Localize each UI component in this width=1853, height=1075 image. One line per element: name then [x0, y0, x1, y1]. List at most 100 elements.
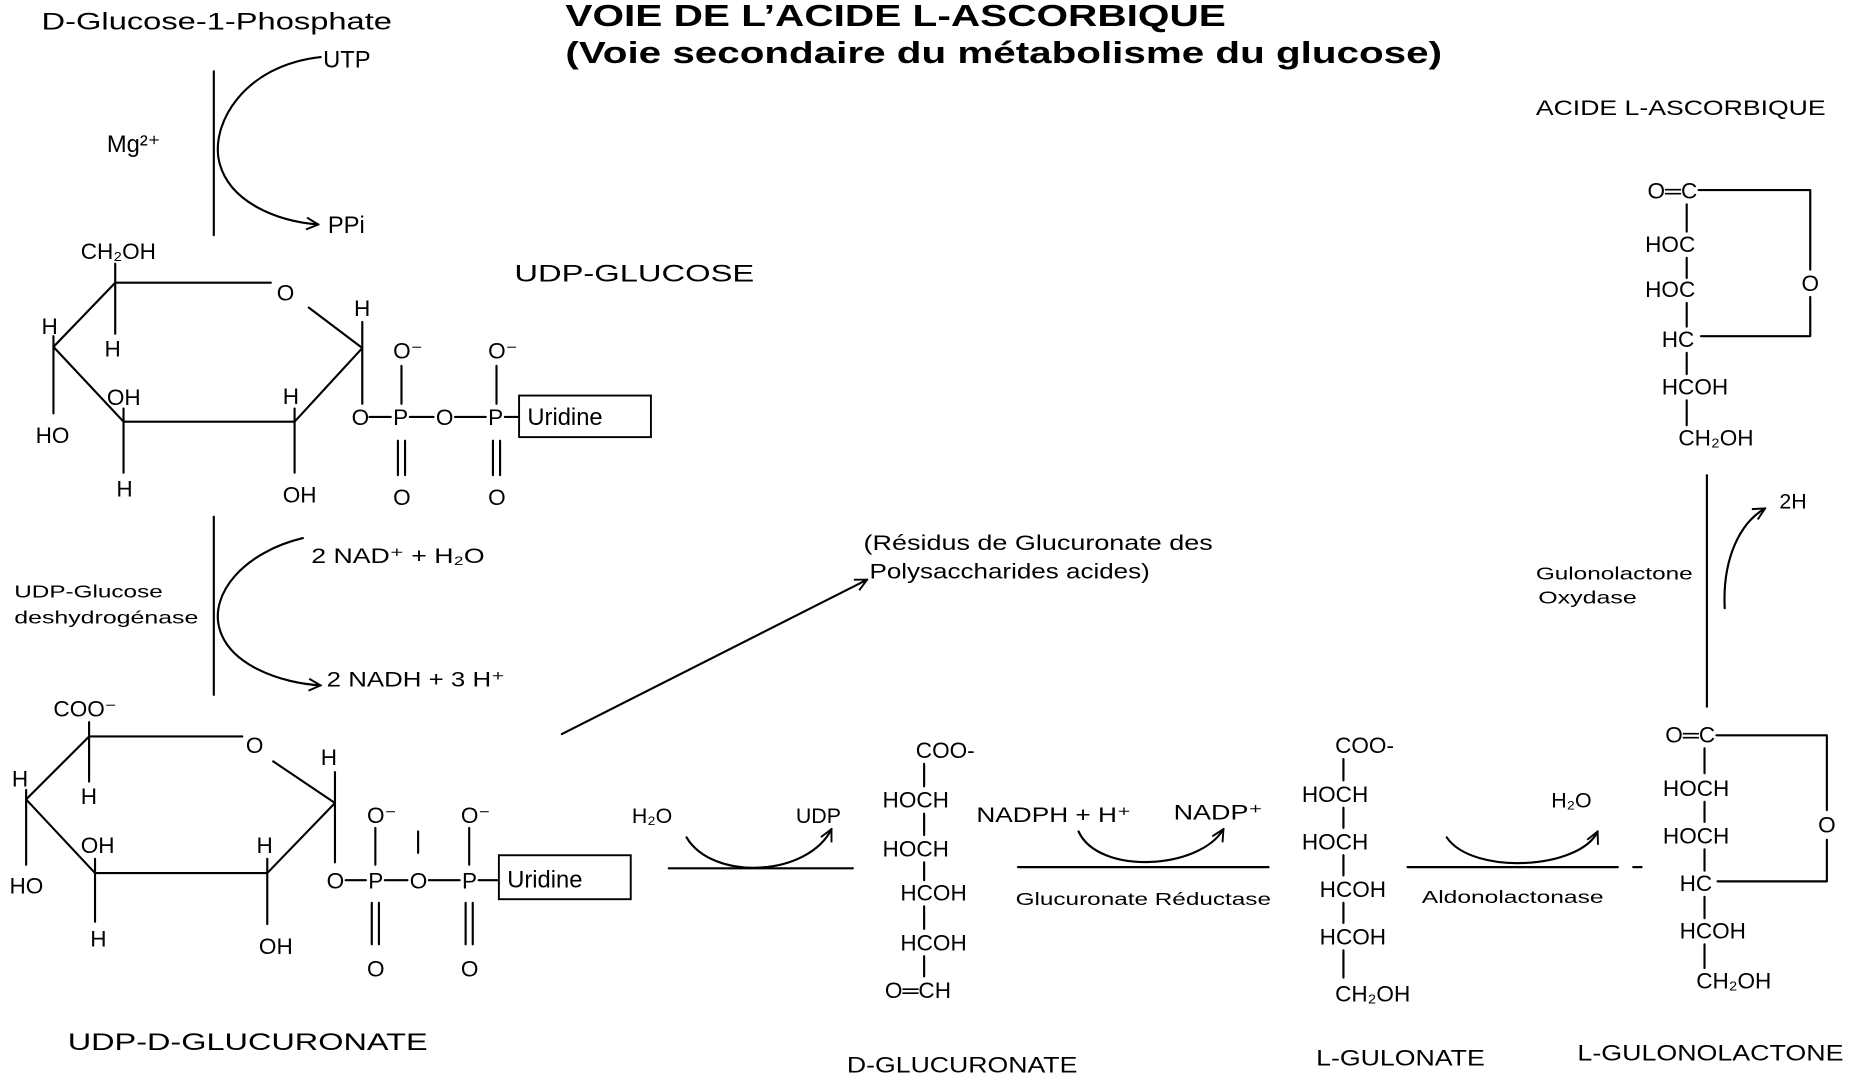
enzyme-label: Aldonolactonase [1422, 887, 1604, 907]
d-glucuronate-structure: COO- HOCH HOCH HCOH HCOH O═CH D-GLUCURON… [847, 738, 1077, 1075]
chain-group-c1: O═C [1648, 178, 1698, 203]
c2-hydroxyl: OH [283, 482, 317, 507]
phosphate-1-anion-oxygen: O⁻ [393, 339, 422, 364]
step-reduction: NADPH + H⁺ NADP⁺ Glucuronate Réductase [976, 801, 1271, 910]
chain-group-c5: HCOH [1320, 924, 1386, 949]
c4-hydroxyl: HO [10, 873, 44, 898]
branch-polysaccharides: (Résidus de Glucuronate des Polysacchari… [560, 531, 1213, 736]
enzyme-label: Glucuronate Réductase [1016, 889, 1272, 909]
udp-glucose-structure: UDP-GLUCOSE CH₂OH O H H H HO OH H H OH O… [36, 239, 755, 510]
lactone-ring-bonds [1697, 188, 1812, 338]
cofactor-curved-arrow [216, 537, 321, 685]
c5-hydrogen: H [81, 784, 97, 809]
c1-hydrogen: H [321, 745, 337, 770]
cofactor-curved-arrow [1723, 507, 1766, 610]
c3-hydrogen: H [90, 927, 106, 952]
chain-group-c5: HCOH [1662, 374, 1728, 399]
phosphorus-1: P [393, 405, 408, 430]
chain-group-c3: HOCH [1302, 829, 1368, 854]
cofactor-out-udp: UDP [796, 804, 841, 828]
uridine-box [518, 394, 652, 439]
lactone-ring-oxygen: O [1818, 813, 1836, 838]
chain-group-c3: HOC [1645, 277, 1695, 302]
chain-group-c5: HCOH [900, 930, 966, 955]
title-line-1: VOIE DE L’ACIDE L-ASCORBIQUE [565, 0, 1225, 33]
l-gulonate-structure: COO- HOCH HOCH HCOH HCOH CH₂OH L-GULONAT… [1302, 733, 1485, 1070]
c2-hydrogen: H [257, 833, 273, 858]
cofactor-curved-arrow [1077, 829, 1224, 864]
c4-hydrogen: H [42, 314, 58, 339]
chain-group-c2: HOCH [1663, 776, 1729, 801]
c6-group: CH₂OH [81, 239, 156, 264]
l-ascorbic-acid-name: ACIDE L-ASCORBIQUE [1536, 96, 1826, 120]
cofactor-in: 2 NAD⁺ + H₂O [311, 544, 484, 568]
phosphate-bonds [368, 364, 521, 477]
phosphorus-2: P [462, 869, 477, 894]
udp-glucose-name: UDP-GLUCOSE [514, 261, 754, 288]
phosphate-2-double-oxygen: O [488, 485, 506, 510]
phosphorus-1: P [368, 869, 383, 894]
bridge-oxygen: O [410, 869, 428, 894]
lactone-ring-oxygen: O [1801, 271, 1819, 296]
step-udp-glucose-formation: D-Glucose-1-Phosphate UTP Mg²⁺ PPi [42, 9, 392, 239]
step-oxidation: UDP-Glucose deshydrogénase 2 NAD⁺ + H₂O … [14, 515, 505, 696]
chain-group-c1: O═C [1665, 722, 1715, 747]
chain-group-c6: CH₂OH [1678, 425, 1753, 450]
c2-hydroxyl: OH [259, 934, 293, 959]
chain-group-c2: HOCH [1302, 782, 1368, 807]
ring-oxygen: O [246, 733, 264, 758]
branch-arrow [560, 578, 867, 736]
cofactor-utp: UTP [323, 47, 370, 74]
branch-label-line-2: Polysaccharides acides) [869, 559, 1149, 583]
c3-hydrogen: H [116, 477, 132, 502]
l-ascorbic-acid-structure: ACIDE L-ASCORBIQUE O═C HOC HOC HC HCOH C… [1536, 96, 1826, 450]
ring-bonds [52, 281, 364, 423]
step-lactonisation: H₂O Aldonolactonase [1406, 789, 1643, 907]
c1-hydrogen: H [354, 296, 370, 321]
chain-group-c5: HCOH [1680, 918, 1746, 943]
l-gulonolactone-name: L-GULONOLACTONE [1577, 1041, 1843, 1066]
c2-hydrogen: H [283, 384, 299, 409]
enzyme-label-line-2: deshydrogénase [14, 608, 198, 628]
substituent-bonds [25, 721, 337, 926]
udp-glucuronate-name: UDP-D-GLUCURONATE [68, 1029, 428, 1056]
chain-group-c4: HC [1662, 327, 1695, 352]
chain-group-c4: HCOH [900, 880, 966, 905]
phosphate-2-anion-oxygen: O⁻ [461, 803, 490, 828]
phosphate-2-double-oxygen: O [461, 956, 479, 981]
phosphate-2-anion-oxygen: O⁻ [488, 339, 517, 364]
title-line-2: (Voie secondaire du métabolisme du gluco… [565, 35, 1442, 70]
cofactor-in-nadph: NADPH + H⁺ [976, 803, 1130, 827]
phosphate-1-double-oxygen: O [393, 485, 411, 510]
phosphorus-2: P [488, 405, 503, 430]
lactone-ring-bonds [1715, 734, 1828, 883]
uridine-box [497, 854, 632, 901]
chain-group-c2: HOCH [883, 788, 949, 813]
c6-carboxylate: COO⁻ [53, 696, 116, 721]
enzyme-label-line-1: Gulonolactone [1536, 564, 1693, 584]
phosphate-1-double-oxygen: O [367, 956, 385, 981]
uridine-label: Uridine [527, 404, 602, 431]
cofactor-magnesium: Mg²⁺ [107, 131, 160, 158]
chain-group-c1: COO- [1335, 733, 1394, 758]
substituent-bonds [52, 262, 364, 474]
cofactor-curved-arrow [685, 829, 833, 869]
chain-group-c6: O═CH [885, 978, 951, 1003]
l-gulonolactone-structure: O═C HOCH HOCH HC HCOH CH₂OH O L-GULONOLA… [1577, 722, 1843, 1065]
enzyme-label-line-1: UDP-Glucose [14, 581, 163, 601]
phosphate-bonds [344, 826, 500, 946]
cofactor-curved-arrow [1445, 831, 1598, 865]
ring-oxygen: O [277, 281, 295, 306]
title: VOIE DE L’ACIDE L-ASCORBIQUE (Voie secon… [565, 0, 1442, 70]
cofactor-out: 2 NADH + 3 H⁺ [327, 668, 505, 692]
chain-group-c2: HOC [1645, 232, 1695, 257]
chain-group-c4: HCOH [1320, 877, 1386, 902]
c5-hydrogen: H [105, 336, 121, 361]
chain-group-c4: HC [1680, 871, 1713, 896]
c3-hydroxyl: OH [107, 385, 141, 410]
chain-group-c3: HOCH [1663, 823, 1729, 848]
cofactor-in-water: H₂O [632, 804, 672, 828]
phosphate-link-oxygen: O [327, 869, 345, 894]
cofactor-ppi: PPi [328, 212, 365, 239]
